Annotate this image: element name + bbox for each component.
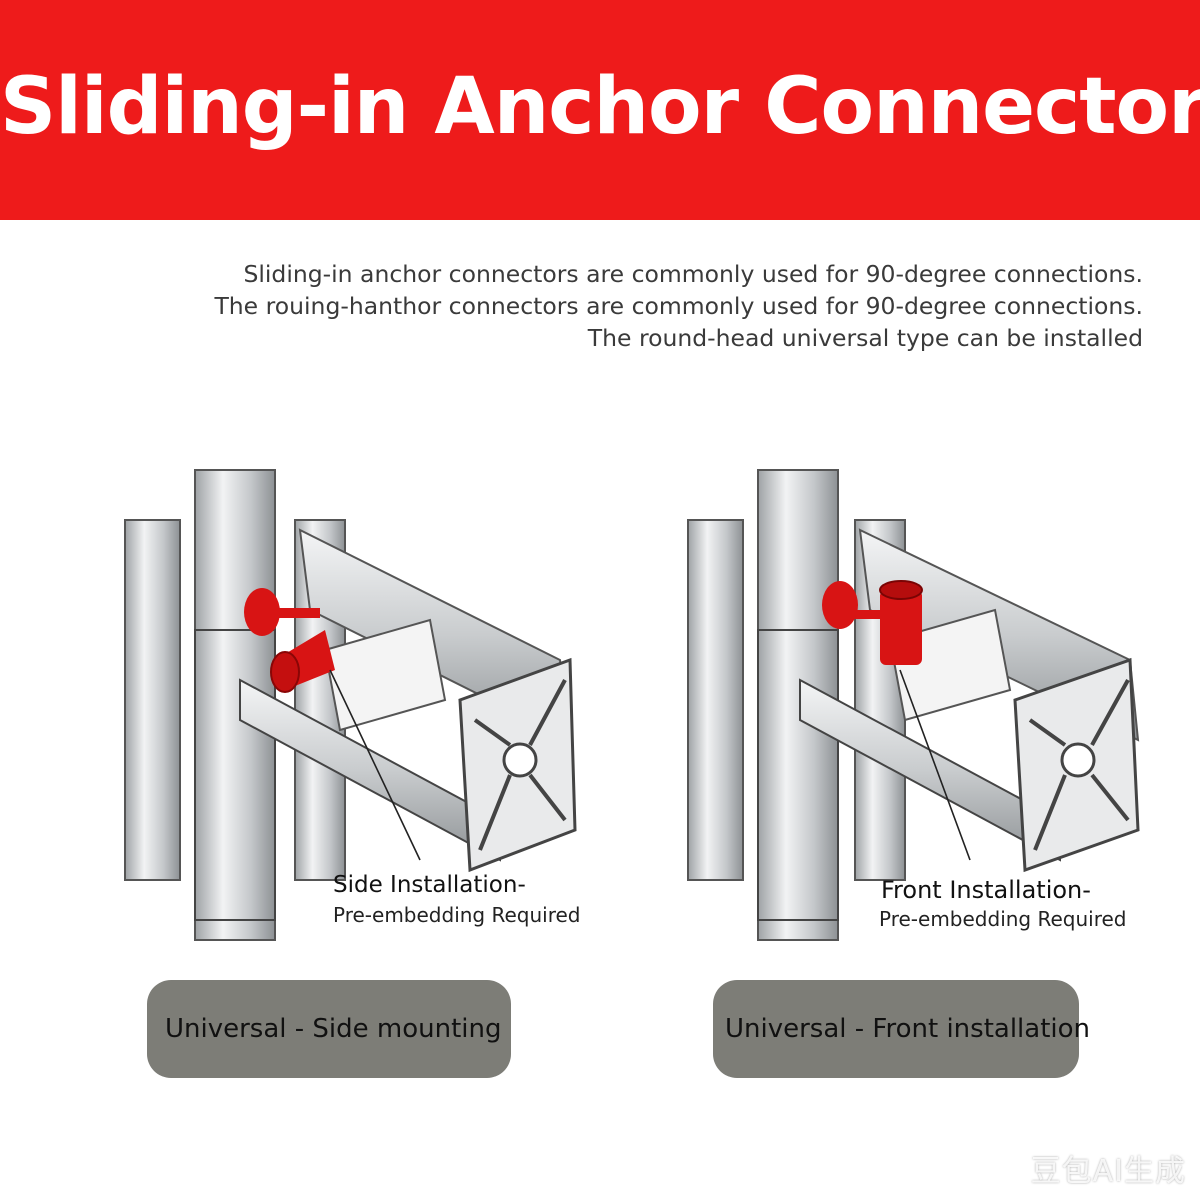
front-installation-subtitle: Pre-embedding Required: [879, 907, 1127, 931]
side-mounting-label: Universal - Side mounting: [165, 1014, 502, 1044]
side-installation-subtitle: Pre-embedding Required: [333, 903, 581, 927]
side-installation-title: Side Installation-: [333, 872, 526, 898]
front-installation-badge: Universal - Front installation: [713, 980, 1090, 1078]
front-installation-title: Front Installation-: [881, 876, 1091, 904]
side-mounting-badge: Universal - Side mounting: [147, 980, 511, 1078]
side-installation-illustration: [100, 440, 660, 960]
aluminum-profile-front-icon: [687, 469, 1140, 941]
aluminum-profile-side-icon: [124, 469, 577, 941]
intro-line-3: The round-head universal type can be ins…: [587, 324, 1143, 352]
intro-text: Sliding-in anchor connectors are commonl…: [143, 258, 1143, 354]
intro-line-1: Sliding-in anchor connectors are commonl…: [243, 260, 1143, 288]
watermark: 豆包AI生成: [1030, 1154, 1186, 1189]
intro-line-2: The rouing-hanthor connectors are common…: [214, 292, 1143, 320]
header-banner: Sliding-in Anchor Connector: [0, 0, 1200, 220]
page-title: Sliding-in Anchor Connector: [0, 62, 1200, 152]
front-installation-illustration: [660, 440, 1200, 960]
front-installation-label: Universal - Front installation: [725, 1014, 1091, 1044]
